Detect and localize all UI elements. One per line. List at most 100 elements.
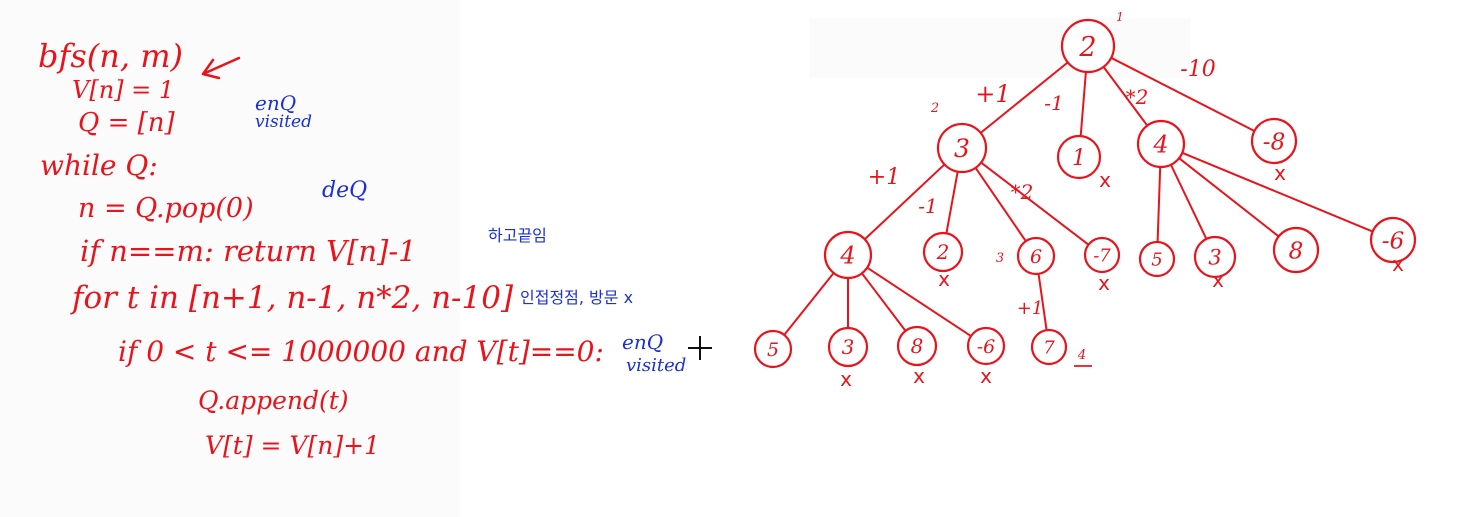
tree-node-label: 3	[954, 134, 970, 163]
tree-edge-root-n4	[1102, 65, 1149, 127]
cross-mark-cm7: x	[1098, 271, 1110, 295]
tree-node-d3: 3	[827, 326, 869, 368]
tree-node-label: -6	[977, 336, 996, 358]
tree-node-circle	[753, 329, 793, 369]
tree-node-g5: 5	[1138, 240, 1176, 278]
tree-node-circle	[966, 326, 1006, 366]
level-label-0: 1	[1116, 10, 1124, 24]
level-label-2: 3	[996, 251, 1004, 266]
tree-node-n1: 1	[1056, 134, 1102, 180]
tree-edge-n3-cm7	[980, 161, 1090, 246]
tree-edge-c4-d5	[783, 271, 835, 336]
edge-label-2: *2	[1126, 85, 1149, 109]
tree-node-circle	[936, 122, 988, 174]
tree-node-circle	[1030, 328, 1068, 366]
edge-label-5: -1	[918, 194, 937, 218]
edge-label-3: -10	[1180, 57, 1215, 82]
edge-label-1: -1	[1044, 91, 1063, 115]
tree-node-circle	[1056, 134, 1102, 180]
tree-node-label: 2	[936, 240, 950, 264]
tree-node-circle	[1136, 119, 1186, 169]
tree-node-circle	[1250, 117, 1298, 165]
tree-node-nm8: -8	[1250, 117, 1298, 165]
cross-mark-dm6: x	[980, 364, 992, 388]
cross-mark-nm8: x	[1274, 161, 1286, 185]
tree-node-circle	[922, 231, 964, 273]
tree-edge-c6-n7	[1037, 272, 1048, 332]
tree-edge-n4-gm6	[1181, 151, 1374, 233]
note-enq-2: enQ	[622, 330, 664, 354]
level-label-3: 4	[1077, 348, 1086, 363]
tree-node-label: 8	[1289, 238, 1304, 264]
code-line-queue-init: Q = [n]	[78, 108, 175, 138]
cross-mark-n1: x	[1099, 168, 1111, 192]
tree-node-circle	[1193, 235, 1237, 279]
note-enq-1: enQ	[255, 91, 297, 115]
tree-node-gm6: -6	[1369, 216, 1417, 264]
tree-edge-root-n1	[1079, 70, 1087, 138]
tree-node-label: -7	[1093, 245, 1111, 266]
tree-node-n7: 7	[1030, 328, 1068, 366]
tree-node-circle	[823, 230, 873, 280]
tree-node-label: -6	[1382, 228, 1404, 254]
tree-edge-c4-dm6	[866, 266, 972, 338]
code-line-while: while Q:	[40, 149, 158, 182]
arrow-icon	[201, 56, 241, 80]
tree-node-root: 2	[1060, 18, 1116, 74]
code-line-if-condition: if 0 < t <= 1000000 and V[t]==0:	[118, 335, 604, 368]
tree-edge-root-nm8	[1110, 56, 1256, 132]
tree-node-circle	[1138, 240, 1176, 278]
tree-node-c4: 4	[823, 230, 873, 280]
edge-label-0: +1	[975, 80, 1010, 108]
tree-node-label: 5	[767, 339, 779, 361]
tree-node-label: 4	[1152, 131, 1168, 159]
tree-node-label: 1	[1072, 146, 1086, 171]
tree-node-circle	[1016, 236, 1056, 276]
tree-node-d5: 5	[753, 329, 793, 369]
tree-node-label: 4	[839, 242, 855, 270]
note-hangul-1: 하고끝임	[488, 226, 547, 245]
note-hangul-2: 인접정점, 방문 x	[520, 288, 634, 307]
cross-mark-c2: x	[938, 267, 950, 291]
tree-node-g8: 8	[1272, 226, 1320, 274]
code-line-visit-update: V[t] = V[n]+1	[205, 431, 380, 460]
code-line-visit-init: V[n] = 1	[72, 76, 175, 104]
edge-label-4: +1	[868, 165, 900, 190]
tree-node-n4: 4	[1136, 119, 1186, 169]
edge-label-7: +1	[1017, 298, 1044, 319]
tree-edge-n3-c6	[974, 166, 1027, 243]
note-deq: deQ	[322, 178, 368, 203]
crosshair-cursor-icon	[688, 336, 712, 360]
cross-mark-g3: x	[1212, 268, 1224, 292]
note-visited-2: visited	[626, 355, 687, 376]
tree-node-circle	[1272, 226, 1320, 274]
tree-edge-n4-g3	[1169, 163, 1208, 240]
code-line-bfs-signature: bfs(n, m)	[38, 37, 184, 75]
code-line-append: Q.append(t)	[198, 386, 349, 415]
tree-node-circle	[827, 326, 869, 368]
tree-edge-n4-g5	[1156, 165, 1162, 244]
tree-node-circle	[896, 325, 938, 367]
tree-node-label: 5	[1151, 249, 1162, 270]
tree-node-label: -8	[1263, 129, 1285, 155]
tree-node-n3: 3	[936, 122, 988, 174]
tree-node-label: 8	[911, 334, 924, 358]
tree-node-circle	[1369, 216, 1417, 264]
tree-edge-n3-c4	[863, 163, 946, 241]
tree-node-label: 3	[842, 335, 855, 359]
whiteboard-left-panel	[0, 0, 460, 517]
code-line-if-return: if n==m: return V[n]-1	[80, 234, 417, 268]
tree-node-c2: 2	[922, 231, 964, 273]
code-line-for: for t in [n+1, n-1, n*2, n-10]	[72, 280, 514, 316]
tree-edge-n3-c2	[945, 170, 959, 235]
tree-node-label: 6	[1030, 246, 1042, 268]
tree-node-cm7: -7	[1083, 236, 1121, 274]
edge-label-6: *2	[1011, 180, 1034, 204]
whiteboard-right-panel	[810, 18, 1190, 78]
tree-node-label: 7	[1043, 337, 1055, 358]
tree-node-g3: 3	[1193, 235, 1237, 279]
cross-mark-gm6: x	[1392, 252, 1404, 276]
level-label-1: 2	[930, 101, 939, 116]
tree-edge-c4-d8	[860, 272, 907, 332]
